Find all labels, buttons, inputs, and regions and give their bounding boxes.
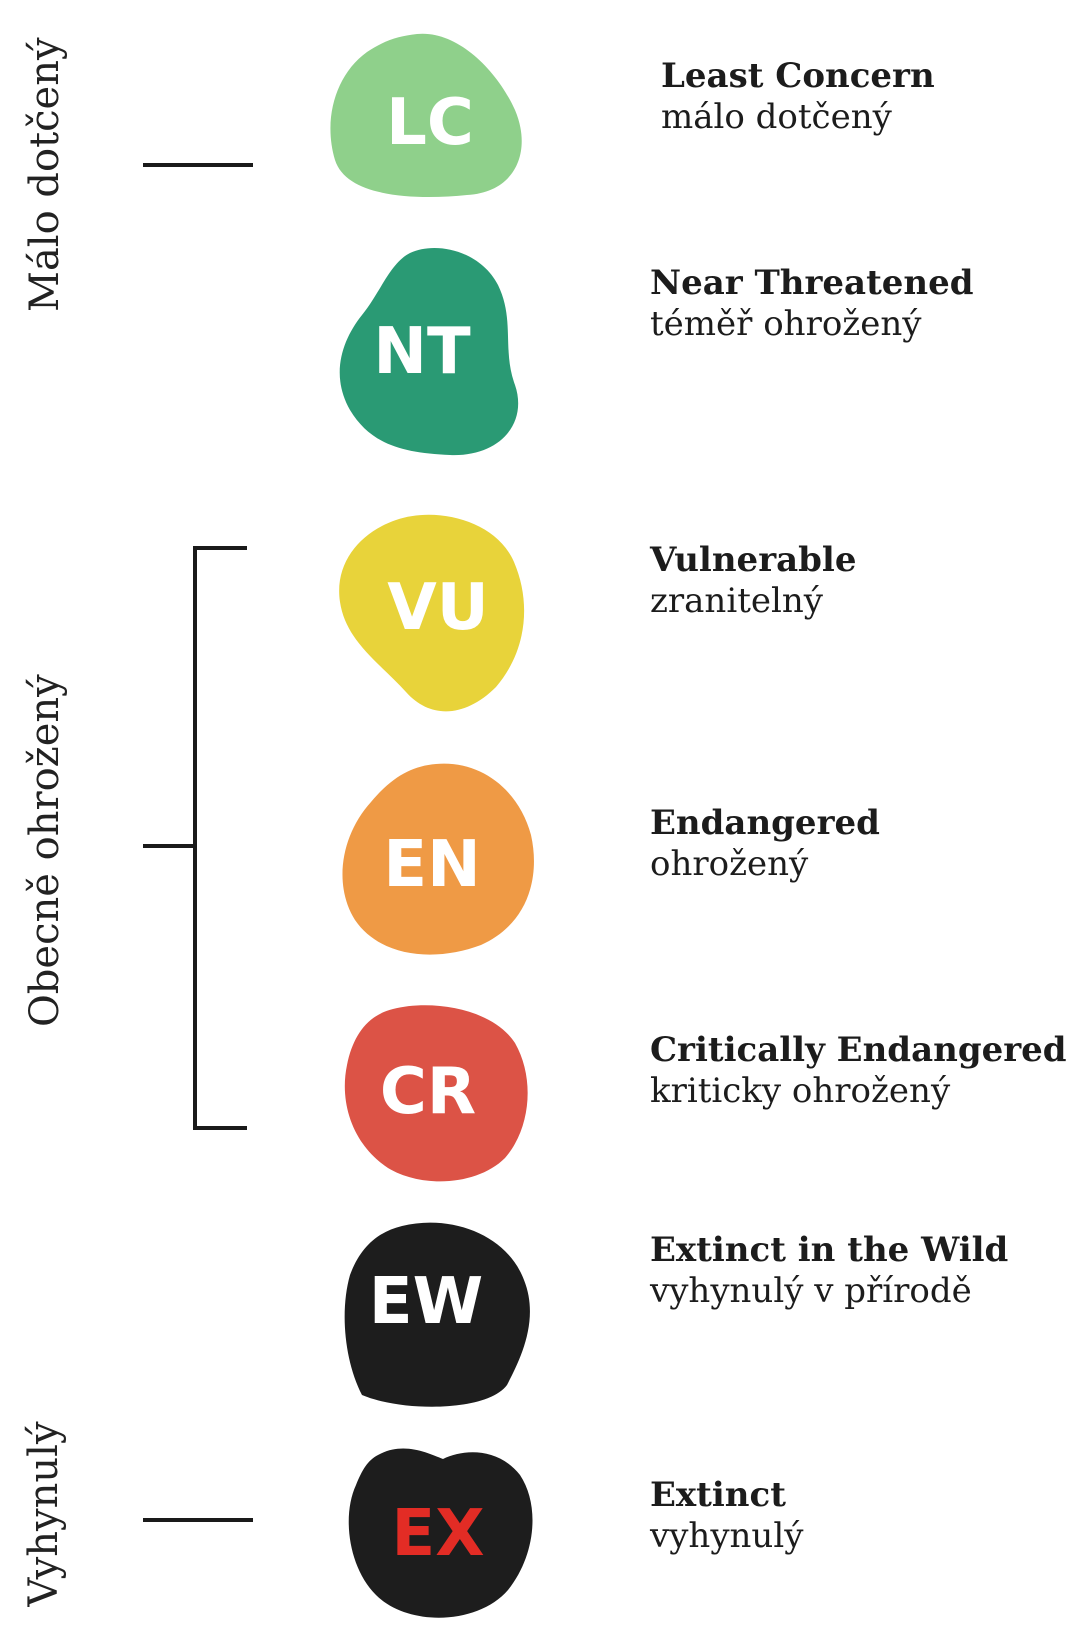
stone-code-cr: CR: [380, 1055, 476, 1129]
bracket-top: [193, 546, 247, 550]
category-en-vu: Vulnerable: [650, 540, 857, 580]
group-line-low: [143, 163, 253, 167]
category-cz-ex: vyhynulý: [650, 1515, 804, 1556]
category-en-ex: Extinct: [650, 1475, 786, 1515]
category-en-cr: Critically Endangered: [650, 1030, 1067, 1070]
category-en-en: Endangered: [650, 803, 880, 843]
group-label-low: Málo dotčený: [22, 37, 68, 312]
group-line-extinct: [143, 1518, 253, 1522]
category-en-nt: Near Threatened: [650, 263, 974, 303]
stone-ew: EW: [342, 1220, 534, 1410]
category-lc: Least Concern málo dotčený: [661, 56, 935, 138]
stone-en: EN: [341, 760, 541, 960]
category-cz-ew: vyhynulý v přírodě: [650, 1270, 972, 1311]
stone-shape-en: [342, 763, 534, 955]
category-vu: Vulnerable zranitelný: [650, 540, 856, 622]
category-cz-nt: téměř ohrožený: [650, 303, 922, 344]
group-label-threatened: Obecně ohrožený: [22, 674, 68, 1027]
group-label-extinct: Vyhynulý: [21, 1421, 67, 1607]
stone-shape-vu: [339, 514, 525, 712]
stone-lc: LC: [327, 30, 532, 200]
category-en-ew: Extinct in the Wild: [650, 1230, 1009, 1270]
stone-code-ex: EX: [391, 1497, 484, 1571]
category-ew: Extinct in the Wild vyhynulý v přírodě: [650, 1230, 1008, 1312]
stone-shape-cr: [344, 1005, 528, 1182]
category-cz-cr: kriticky ohrožený: [650, 1070, 951, 1111]
category-en: Endangered ohrožený: [650, 803, 880, 885]
stone-shape-ex: [348, 1448, 533, 1618]
stone-shape-lc: [330, 33, 522, 197]
stone-code-nt: NT: [373, 315, 471, 389]
bracket-bottom: [193, 1126, 247, 1130]
category-nt: Near Threatened téměř ohrožený: [650, 263, 974, 345]
category-cr: Critically Endangered kriticky ohrožený: [650, 1030, 1067, 1112]
stone-nt: NT: [330, 245, 530, 460]
stone-vu: VU: [336, 512, 536, 717]
category-cz-en: ohrožený: [650, 843, 809, 884]
stone-code-ew: EW: [369, 1265, 483, 1339]
stone-code-vu: VU: [387, 571, 489, 645]
bracket-vertical: [193, 546, 197, 1130]
category-cz-lc: málo dotčený: [661, 96, 892, 137]
category-cz-vu: zranitelný: [650, 580, 823, 621]
category-ex: Extinct vyhynulý: [650, 1475, 803, 1557]
stone-cr: CR: [343, 1003, 533, 1185]
stone-code-lc: LC: [386, 86, 474, 160]
bracket-stem: [143, 844, 195, 848]
stone-shape-ew: [344, 1222, 530, 1407]
stone-ex: EX: [348, 1445, 536, 1625]
category-en-lc: Least Concern: [661, 56, 935, 96]
stone-code-en: EN: [383, 828, 480, 902]
stone-shape-nt: [339, 247, 519, 456]
